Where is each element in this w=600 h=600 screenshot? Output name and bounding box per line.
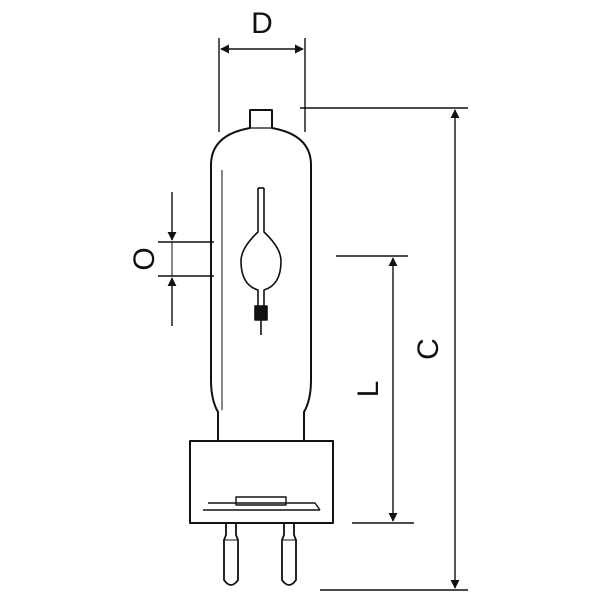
- lamp-pins: [223, 523, 297, 586]
- dimension-d: [218, 38, 306, 132]
- dimension-l: [336, 255, 414, 524]
- base-lower-lip: [203, 502, 321, 511]
- dimension-c: [300, 107, 468, 591]
- lamp-base: [189, 440, 334, 524]
- pin-right: [281, 523, 297, 586]
- label-c: C: [412, 338, 445, 360]
- glass-tube: [210, 109, 312, 440]
- arc-tube: [240, 187, 282, 335]
- base-clip: [235, 496, 287, 506]
- label-d: D: [251, 7, 273, 40]
- lamp: [189, 109, 334, 586]
- pin-left: [223, 523, 239, 586]
- dimension-o: [158, 192, 214, 326]
- label-l: L: [352, 381, 385, 398]
- label-o: O: [128, 247, 161, 270]
